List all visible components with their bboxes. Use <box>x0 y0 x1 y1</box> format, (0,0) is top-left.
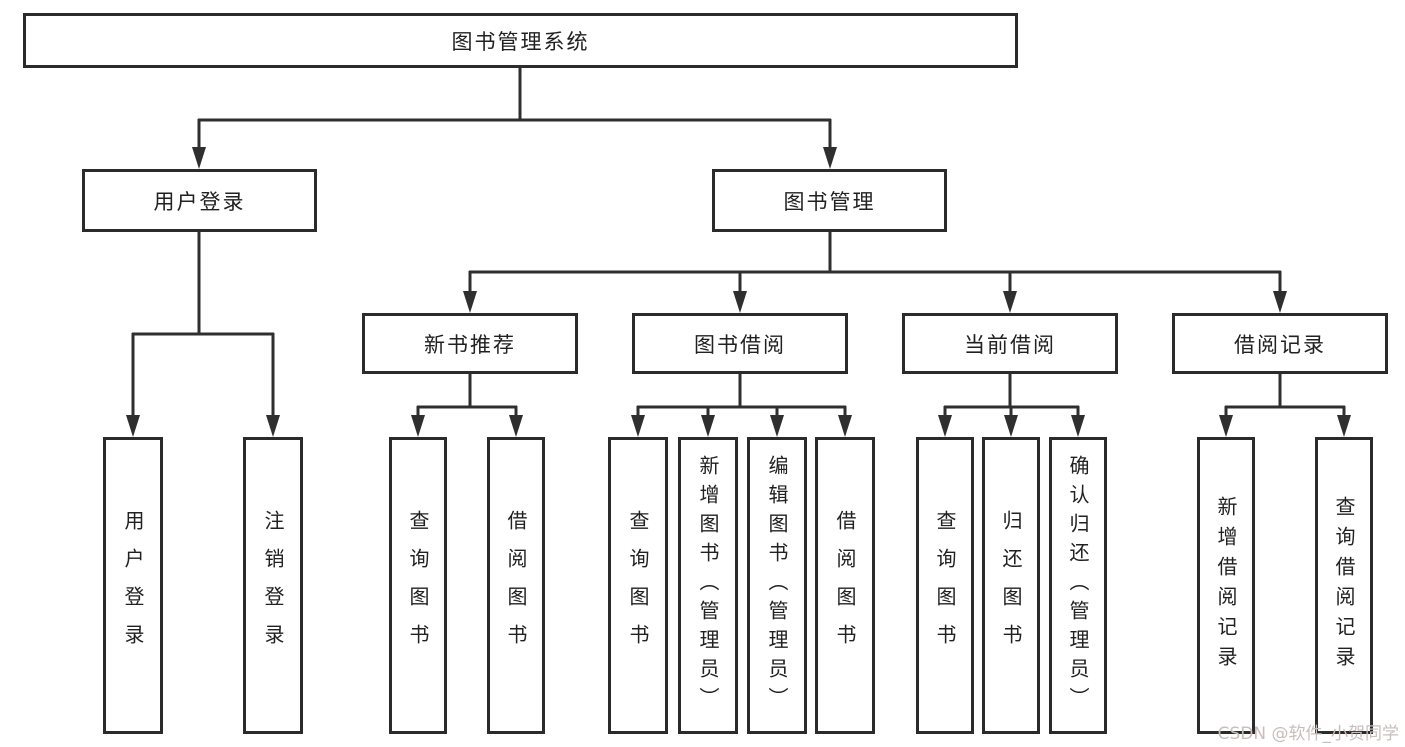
leaf-add-book-admin: 新增图书（管理员） <box>678 437 738 734</box>
node-borrowing-records: 借阅记录 <box>1172 313 1388 374</box>
leaf-return-book: 归还图书 <box>982 437 1040 734</box>
leaf-query-books-recommend-label: 查询图书 <box>406 509 430 662</box>
leaf-borrow-books-recommend: 借阅图书 <box>487 437 545 734</box>
csdn-watermark: CSDN @软件_小贺同学 <box>1217 724 1399 744</box>
leaf-logout: 注销登录 <box>243 437 303 734</box>
node-book-borrowing-label: 图书借阅 <box>694 332 786 357</box>
leaf-user-login-label: 用户登录 <box>121 509 145 662</box>
leaf-borrow-books-recommend-label: 借阅图书 <box>504 509 528 662</box>
node-book-management-label: 图书管理 <box>783 189 876 214</box>
leaf-borrow-books: 借阅图书 <box>815 437 875 734</box>
leaf-add-borrow-record-label: 新增借阅记录 <box>1214 495 1238 676</box>
leaf-edit-book-admin: 编辑图书（管理员） <box>747 437 807 734</box>
node-current-borrowing: 当前借阅 <box>902 313 1118 374</box>
leaf-query-books-current: 查询图书 <box>916 437 974 734</box>
leaf-query-books-borrow-label: 查询图书 <box>626 509 650 662</box>
node-new-book-recommendation-label: 新书推荐 <box>424 332 516 357</box>
leaf-logout-label: 注销登录 <box>261 509 285 662</box>
node-user-login-label: 用户登录 <box>153 189 246 214</box>
leaf-add-borrow-record: 新增借阅记录 <box>1197 437 1255 734</box>
node-book-borrowing: 图书借阅 <box>632 313 848 374</box>
leaf-query-borrow-record-label: 查询借阅记录 <box>1332 495 1356 676</box>
leaf-user-login: 用户登录 <box>103 437 163 734</box>
leaf-query-borrow-record: 查询借阅记录 <box>1315 437 1373 734</box>
leaf-edit-book-admin-label: 编辑图书（管理员） <box>765 455 789 716</box>
node-new-book-recommendation: 新书推荐 <box>362 313 578 374</box>
leaf-query-books-current-label: 查询图书 <box>933 509 957 662</box>
leaf-borrow-books-label: 借阅图书 <box>833 509 857 662</box>
leaf-return-book-label: 归还图书 <box>999 509 1023 662</box>
node-borrowing-records-label: 借阅记录 <box>1234 332 1326 357</box>
node-library-management-system-label: 图书管理系统 <box>451 29 590 54</box>
leaf-add-book-admin-label: 新增图书（管理员） <box>696 455 720 716</box>
node-user-login: 用户登录 <box>82 169 317 232</box>
node-library-management-system: 图书管理系统 <box>23 13 1018 68</box>
node-current-borrowing-label: 当前借阅 <box>964 332 1056 357</box>
leaf-query-books-borrow: 查询图书 <box>608 437 668 734</box>
node-book-management: 图书管理 <box>712 169 947 232</box>
leaf-confirm-return-admin-label: 确认归还（管理员） <box>1066 455 1090 716</box>
leaf-confirm-return-admin: 确认归还（管理员） <box>1049 437 1107 734</box>
leaf-query-books-recommend: 查询图书 <box>389 437 447 734</box>
